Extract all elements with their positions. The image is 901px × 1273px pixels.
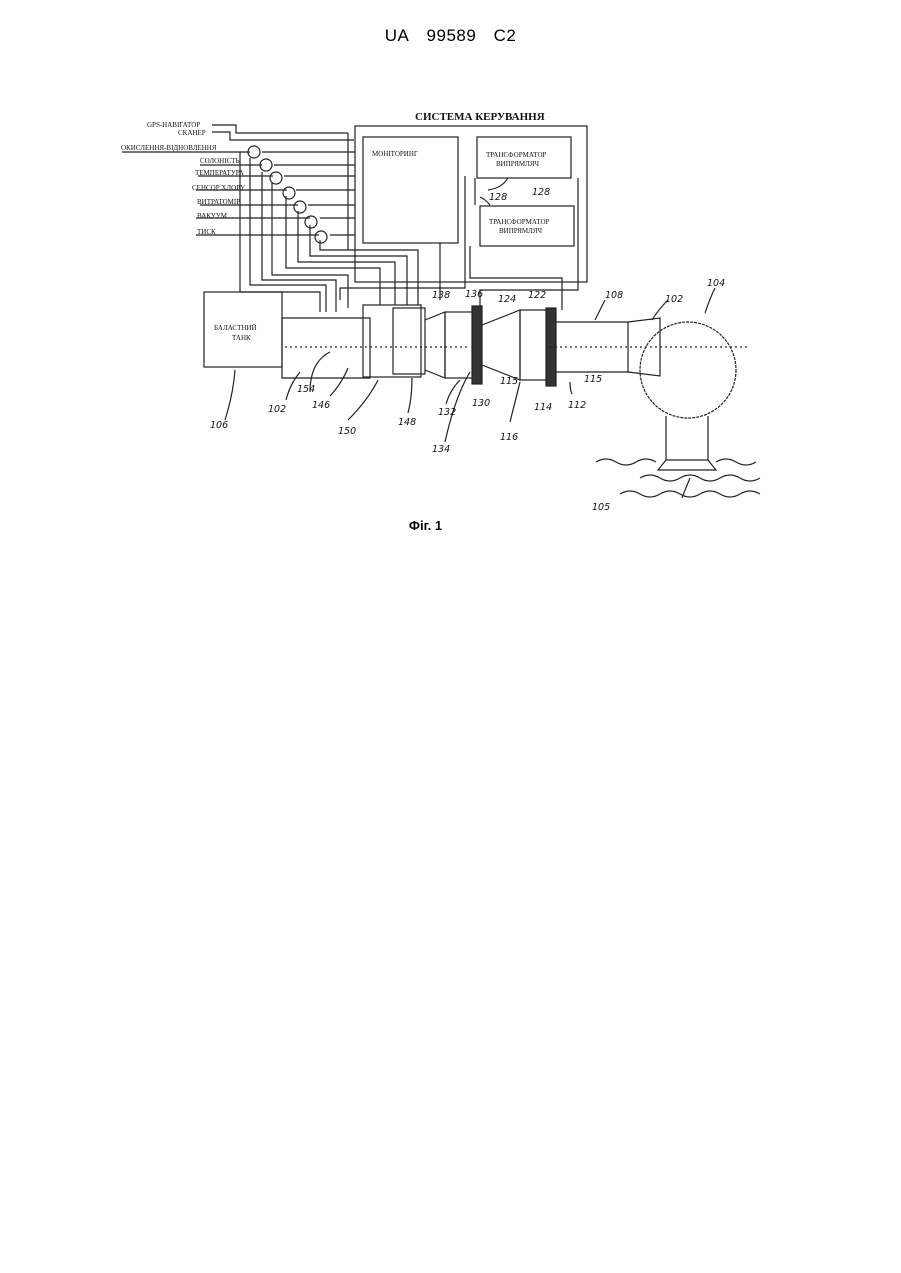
ref-136: 136 [465,289,483,300]
sensor-salinity: СОЛОНІСТЬ [200,157,240,165]
sensor-flowmeter: ВИТРАТОМІР [197,198,240,206]
ref-128b: 128 [532,187,550,198]
ballast-tank-line2: ТАНК [232,334,251,342]
sensor-chlorine: СЕНСОР ХЛОРУ [192,184,245,192]
ref-150: 150 [338,426,356,437]
ref-106: 106 [210,420,228,431]
monitoring-label: МОНІТОРИНГ [372,150,418,158]
ref-108: 108 [605,290,623,301]
ref-102b: 102 [268,404,286,415]
ballast-tank-line1: БАЛАСТНИЙ [214,324,257,332]
ref-146: 146 [312,400,330,411]
pipe-section-left [282,318,370,378]
flange-136 [472,306,482,384]
ref-115b: 115 [584,374,602,385]
vessel-sphere [640,322,736,418]
ref-105: 105 [592,502,610,513]
ref-114: 114 [534,402,552,413]
transformer-rectifier-bottom [480,206,574,246]
transformer-bottom-line2: ВИПРЯМЛЯЧ [499,227,543,235]
transformer-bottom-line1: ТРАНСФОРМАТОР [489,218,550,226]
control-system-title: СИСТЕМА КЕРУВАННЯ [415,111,545,123]
ref-138: 138 [432,290,450,301]
ref-102a: 102 [665,294,683,305]
sensor-vacuum: ВАКУУМ [197,212,228,220]
sensor-scanner: СКАНЕР [178,129,206,137]
ref-124: 124 [498,294,516,305]
transformer-top-line2: ВИПРЯМЛЯЧ [496,160,540,168]
patent-drawing: СИСТЕМА КЕРУВАННЯ МОНІТОРИНГ ТРАНСФОРМАТ… [0,0,901,540]
sensor-temperature: ТЕМПЕРАТУРА [195,169,244,177]
transformer-top-line1: ТРАНСФОРМАТОР [486,151,547,159]
ref-112: 112 [568,400,586,411]
ref-132: 132 [438,407,456,418]
ref-130: 130 [472,398,490,409]
ref-148: 148 [398,417,416,428]
ref-115a: 115 [500,376,518,387]
ref-128a: 128 [489,192,507,203]
figure-caption: Фіг. 1 [0,518,851,533]
ref-134: 134 [432,444,450,455]
sensor-gps: GPS-НАВІГАТОР [147,121,200,129]
ref-104: 104 [707,278,725,289]
ref-122: 122 [528,290,546,301]
ref-116: 116 [500,432,518,443]
sensor-redox: ОКИСЛЕННЯ-ВІДНОВЛЕННЯ [121,144,217,152]
sensor-pressure: ТИСК [197,228,216,236]
ref-154: 154 [297,384,315,395]
